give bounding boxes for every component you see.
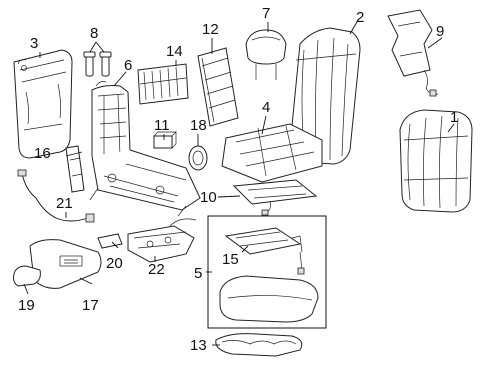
- callout-12: 12: [202, 21, 219, 38]
- part-1-seatback-cushion: [399, 109, 473, 213]
- part-4-seat-cushion-cover: [221, 123, 323, 183]
- part-17-side-shield: [29, 239, 102, 289]
- part-10-seat-heater: [232, 179, 318, 216]
- part-19-knob-cover: [13, 265, 41, 287]
- part-12-back-board: [197, 47, 239, 127]
- callout-11: 11: [154, 117, 170, 134]
- callout-13: 13: [190, 337, 207, 354]
- callout-10: 10: [200, 189, 217, 206]
- callout-6: 6: [124, 57, 132, 74]
- part-8-headrest-guides: [83, 51, 112, 77]
- part-20-switch: [97, 233, 123, 249]
- callout-5: 5: [194, 265, 202, 282]
- callout-2: 2: [356, 9, 364, 26]
- leader-lines: [23, 19, 455, 346]
- part-7-headrest: [245, 29, 287, 80]
- part-21-harness: [17, 169, 95, 223]
- part-22-seat-harness: [127, 218, 197, 263]
- part-9-heater-pad: [387, 9, 439, 97]
- callout-7: 7: [262, 5, 270, 22]
- part-6-seat-frame: [89, 81, 201, 217]
- callout-22: 22: [148, 261, 165, 278]
- part-11-module: [153, 131, 177, 149]
- callout-20: 20: [106, 255, 123, 272]
- part-3-seatback-panel: [13, 49, 73, 159]
- callout-18: 18: [190, 117, 207, 134]
- part-5-assembly-box: [207, 215, 327, 329]
- callout-4: 4: [262, 99, 270, 116]
- callout-17: 17: [82, 297, 99, 314]
- part-13-spring-mat: [215, 333, 303, 357]
- callout-15: 15: [222, 251, 239, 268]
- callout-3: 3: [30, 35, 38, 52]
- callout-16: 16: [34, 145, 51, 162]
- callout-1: 1: [450, 109, 458, 126]
- callout-19: 19: [18, 297, 35, 314]
- part-18-knob: [188, 145, 208, 171]
- part-16-trim: [65, 145, 85, 193]
- callout-9: 9: [436, 23, 444, 40]
- callout-8: 8: [90, 25, 98, 42]
- callout-14: 14: [166, 43, 183, 60]
- part-14-lumbar-support: [137, 63, 189, 105]
- callout-21: 21: [56, 195, 73, 212]
- callout-labels: 3 8 6 14 12 7 2 9 1 4 11 18 16 10 21 22 …: [18, 5, 458, 354]
